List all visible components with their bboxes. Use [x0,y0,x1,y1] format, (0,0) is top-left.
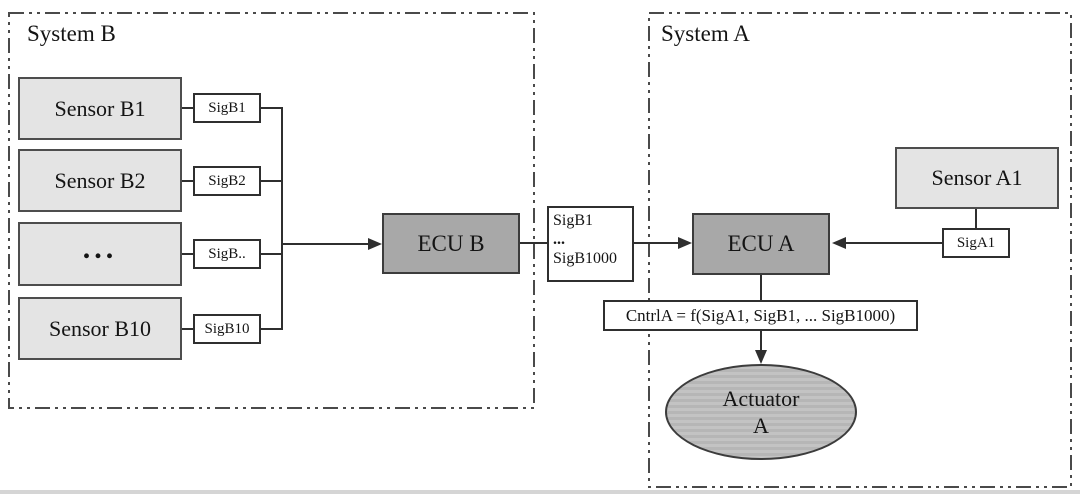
bus-signal-line1: SigB1 [553,212,594,229]
sensor-b2-box: Sensor B2 [18,149,182,212]
sensor-a1-box: Sensor A1 [895,147,1059,209]
sensor-b1-box: Sensor B1 [18,77,182,140]
arrow-bus-ecub-head [368,238,382,250]
siga1-tag: SigA1 [942,228,1010,258]
actuator-a-label-line2: A [753,413,769,438]
sensor-b-ellipsis-box: ... [18,222,182,286]
system-b-title: System B [27,21,116,46]
bus-signal-line2: ... [553,231,565,248]
ecu-b-box: ECU B [382,213,520,274]
sigb2-tag: SigB2 [193,166,261,196]
system-a-frame [648,12,1072,488]
bus-signal-line3: SigB1000 [553,249,618,267]
sensor-b10-box: Sensor B10 [18,297,182,360]
system-b-frame [8,12,535,409]
system-a-title: System A [661,21,750,46]
bottom-edge-strip [0,490,1080,494]
arrow-busbox-ecua-head [678,237,692,249]
ecu-a-box: ECU A [692,213,830,275]
bus-signal-box: SigB1 ... SigB1000 [547,206,634,282]
actuator-a-label-line1: Actuator [722,385,800,411]
actuator-a-ellipse: Actuator A [665,364,857,460]
sigb-ellipsis-tag: SigB.. [193,239,261,269]
arrow-siga1-ecua-head [832,237,846,249]
control-law-box: CntrlA = f(SigA1, SigB1, ... SigB1000) [603,300,918,331]
sigb10-tag: SigB10 [193,314,261,344]
arrow-cntrl-actuator-head [755,350,767,364]
sigb1-tag: SigB1 [193,93,261,123]
